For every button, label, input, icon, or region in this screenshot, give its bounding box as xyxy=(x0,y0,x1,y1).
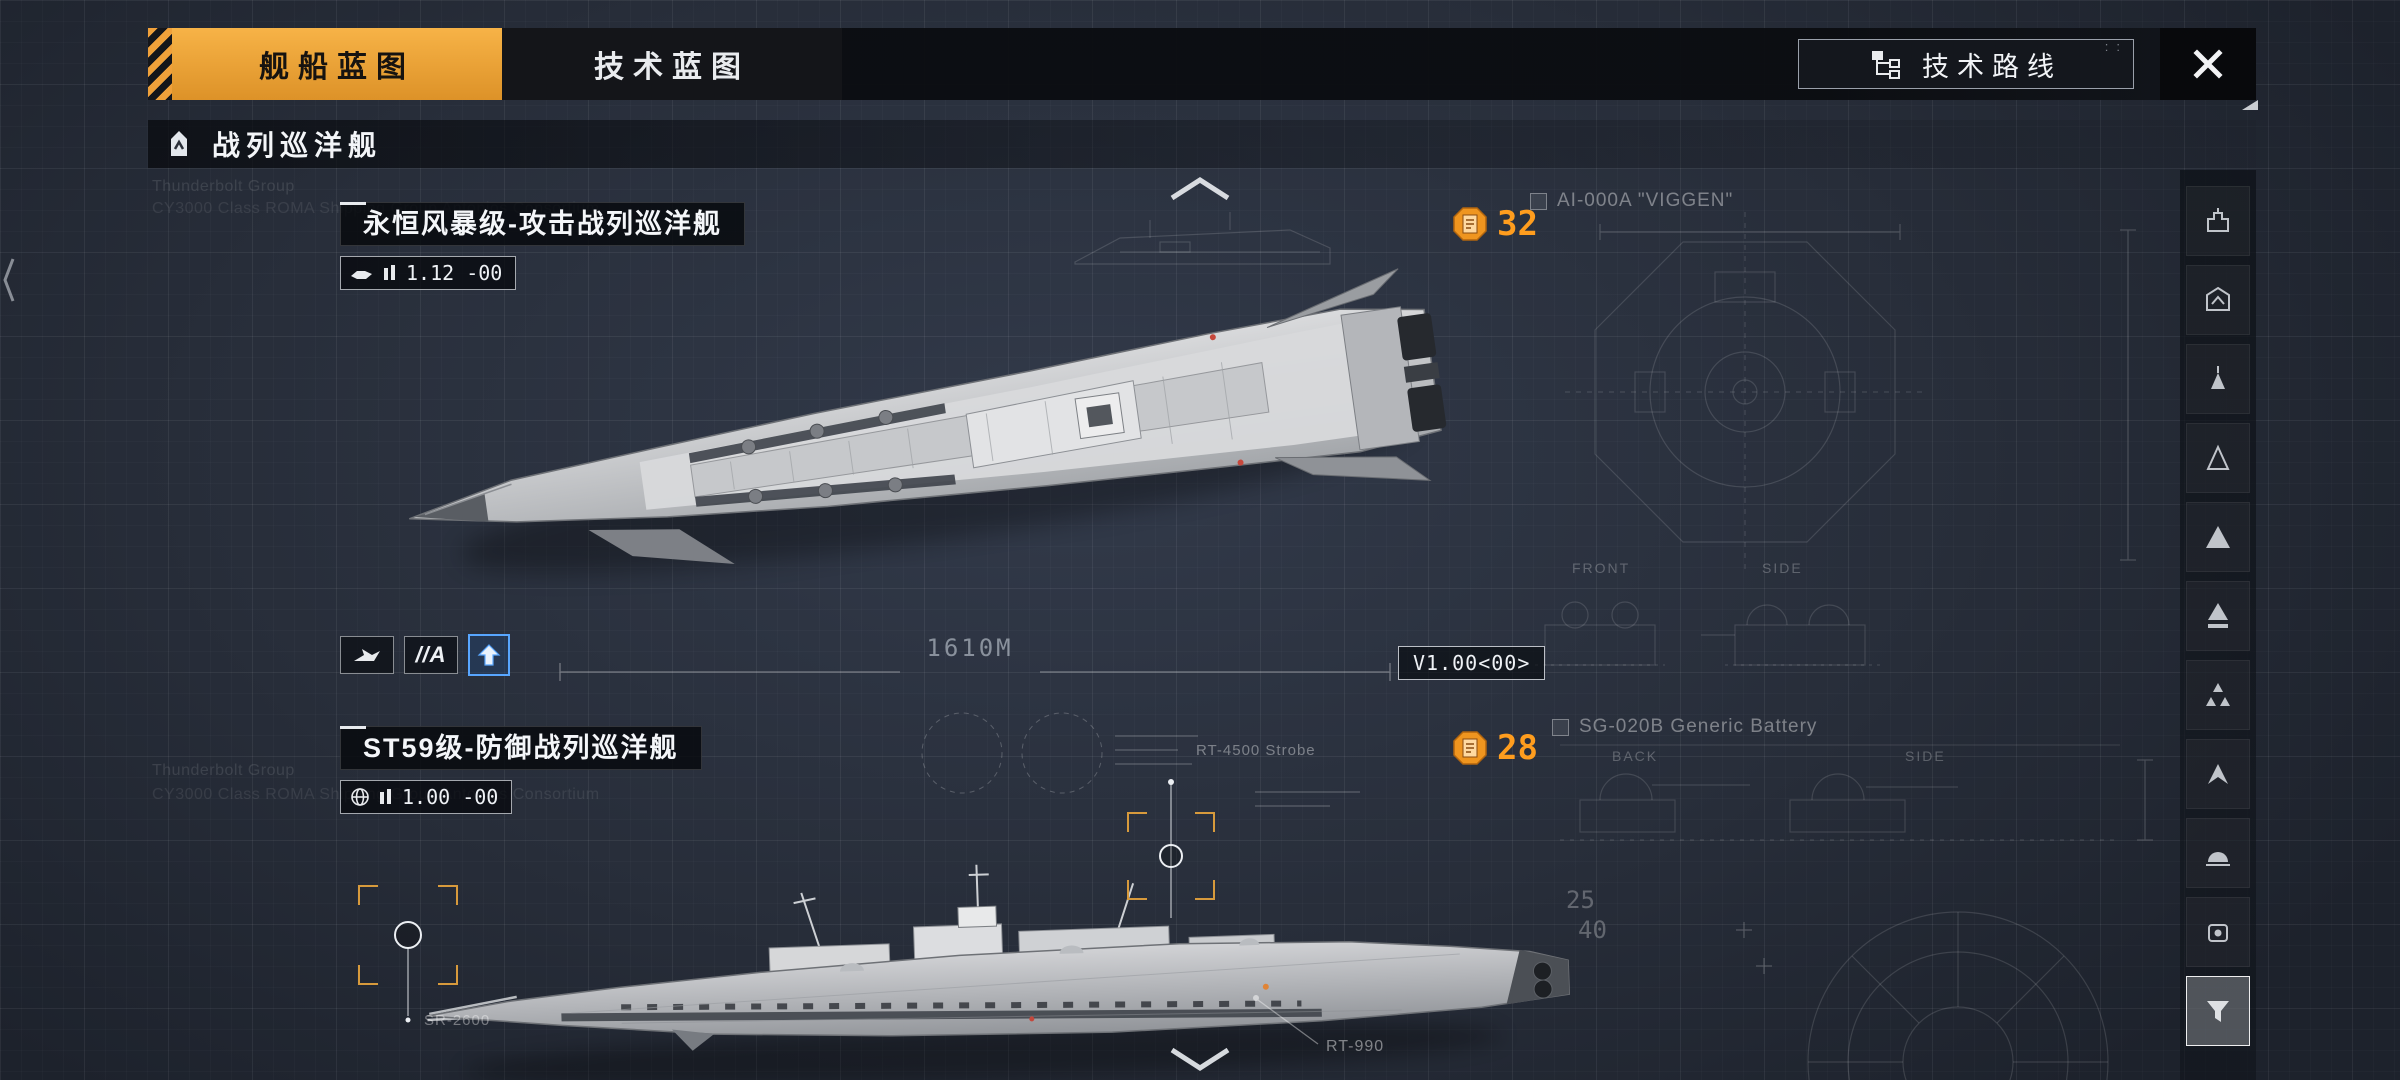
category-header: 战列巡洋舰 xyxy=(148,120,2256,168)
ship-image-eternal-storm[interactable] xyxy=(390,268,1450,615)
blueprint-count-icon xyxy=(1453,207,1487,241)
upgrade-arrow-icon xyxy=(477,644,501,666)
sidebar-item-destroyer[interactable] xyxy=(2186,423,2250,493)
mobility-badge xyxy=(340,636,394,674)
sidebar-item-base[interactable] xyxy=(2186,186,2250,256)
drawing-caption-side: SIDE xyxy=(1762,560,1803,576)
ship-version-badge: 1.00 -00 xyxy=(340,780,513,814)
ship-card-title: 永恒风暴级-攻击战列巡洋舰 xyxy=(340,202,745,246)
cruiser-icon xyxy=(2206,526,2230,548)
sidebar-item-support[interactable] xyxy=(2186,897,2250,967)
level-bars-icon xyxy=(380,789,391,804)
corner-dots-icon: :: xyxy=(2104,39,2128,54)
scroll-up-icon[interactable] xyxy=(1168,176,1232,202)
blueprint-count: 32 xyxy=(1452,204,1538,244)
tab-label: 技术蓝图 xyxy=(594,51,750,84)
drawing-label-battery: SG-020B Generic Battery xyxy=(1552,716,1817,738)
drawing-thumb-icon xyxy=(1552,718,1569,736)
tab-tech-blueprints[interactable]: 技术蓝图 xyxy=(502,28,842,100)
battlecruiser-icon xyxy=(2208,603,2228,628)
blueprint-count: 28 xyxy=(1452,728,1538,768)
sidebar-item-battlecruiser[interactable] xyxy=(2186,581,2250,651)
drawing-label-viggen: AI-000A "VIGGEN" xyxy=(1530,190,1733,212)
ship-version-badge: 1.12 -00 xyxy=(340,256,517,290)
watermark-text: Thunderbolt Group xyxy=(152,178,295,195)
hazard-stripe-icon xyxy=(148,28,172,100)
sidebar-item-corvette[interactable] xyxy=(2186,739,2250,809)
drawing-thumb-icon xyxy=(1530,192,1547,210)
class-battlecruiser-icon xyxy=(171,131,187,156)
drawing-caption-front: FRONT xyxy=(1572,560,1631,576)
ship-class-sidebar xyxy=(2180,170,2256,1080)
level-bars-icon xyxy=(384,265,395,280)
part-label-sr2600: SR-2600 xyxy=(424,1012,491,1029)
frigate-icon xyxy=(2211,366,2225,389)
part-label-rt4500: RT-4500 Strobe xyxy=(1196,742,1316,759)
sidebar-item-frigate[interactable] xyxy=(2186,344,2250,414)
sidebar-item-flagship[interactable] xyxy=(2186,265,2250,335)
ship-length-label: 1610M xyxy=(926,634,1014,662)
globe-icon xyxy=(351,788,369,806)
close-button[interactable] xyxy=(2160,28,2256,100)
left-edge-handle[interactable] xyxy=(2,256,16,304)
blueprint-count-icon xyxy=(1453,731,1487,765)
sidebar-item-fighters[interactable] xyxy=(2186,660,2250,730)
support-icon xyxy=(2208,924,2228,942)
ship-mini-icon xyxy=(351,271,372,279)
ship-revision-badge: V1.00<00> xyxy=(1398,646,1546,680)
close-icon xyxy=(2193,49,2223,79)
top-bar: 舰船蓝图 技术蓝图 技术路线 :: xyxy=(148,28,2258,110)
tab-ship-blueprints[interactable]: 舰船蓝图 xyxy=(172,28,502,100)
tech-tree-icon xyxy=(1872,51,1900,79)
filter-icon xyxy=(2207,1001,2229,1022)
destroyer-icon xyxy=(2206,444,2230,470)
corvette-icon xyxy=(2208,764,2228,784)
category-title: 战列巡洋舰 xyxy=(212,130,383,161)
mobility-icon xyxy=(354,649,380,661)
ship-card-title: ST59级-防御战列巡洋舰 xyxy=(340,726,702,770)
drawing-dim-40: 40 xyxy=(1578,916,1607,944)
ship-image-st59[interactable] xyxy=(420,848,1580,1080)
tech-route-button[interactable]: 技术路线 :: xyxy=(1798,39,2134,89)
flagship-icon xyxy=(2206,286,2230,311)
ship-status-badges: //A xyxy=(340,634,510,676)
variant-badge: //A xyxy=(404,636,458,674)
fighters-icon xyxy=(2206,683,2230,706)
part-label-rt990: RT-990 xyxy=(1326,1038,1385,1055)
drawing-dim-25: 25 xyxy=(1566,886,1595,914)
watermark-text: Thunderbolt Group xyxy=(152,762,295,779)
carrier-icon xyxy=(2206,852,2230,866)
upgrade-available-badge[interactable] xyxy=(468,634,510,676)
scroll-down-icon[interactable] xyxy=(1168,1046,1232,1072)
tab-label: 舰船蓝图 xyxy=(259,51,415,84)
sidebar-item-cruiser[interactable] xyxy=(2186,502,2250,572)
base-icon xyxy=(2207,208,2229,232)
sidebar-item-filter[interactable] xyxy=(2186,976,2250,1046)
sidebar-item-carrier[interactable] xyxy=(2186,818,2250,888)
drawing-caption-back: BACK xyxy=(1612,748,1659,764)
tech-route-label: 技术路线 xyxy=(1922,51,2062,82)
drawing-caption-side2: SIDE xyxy=(1905,748,1946,764)
blueprint-drawings xyxy=(1535,212,2153,1080)
bar-corner-accent xyxy=(2242,100,2258,110)
